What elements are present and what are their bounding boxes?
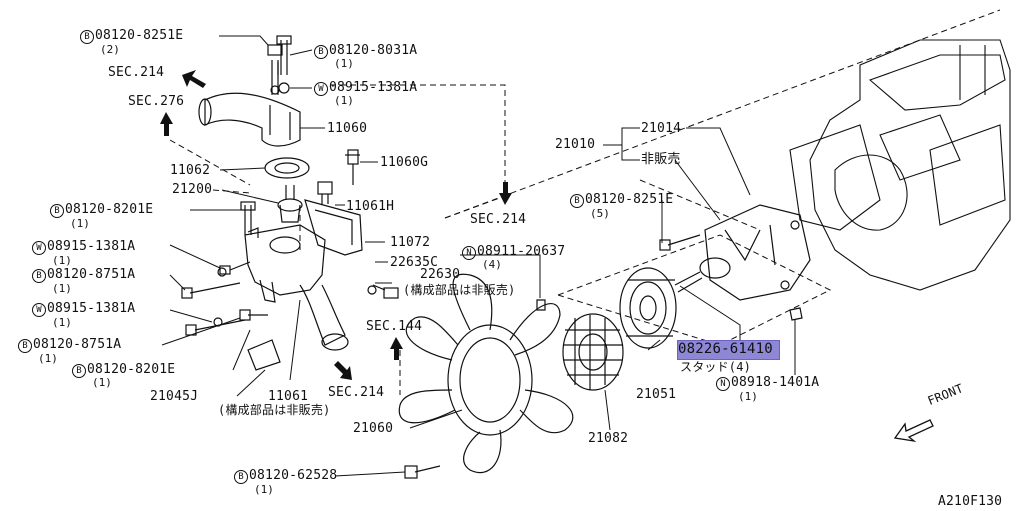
arrow-sec276-icon [160, 112, 173, 136]
label-sec214-b[interactable]: SEC.214 [470, 212, 527, 227]
label-part-11060g[interactable]: 11060G [380, 155, 429, 170]
qty-b-08120-8031a: (1) [334, 57, 354, 70]
qty-b-08120-8251e-b: (5) [590, 207, 610, 220]
arrow-sec144-icon [390, 337, 403, 360]
label-part-21051[interactable]: 21051 [636, 387, 677, 402]
cooling-fan-21060 [398, 273, 574, 474]
qty-b-08120-8201e-b: (1) [92, 376, 112, 389]
note-not-sold-b: (構成部品は非販売) [218, 403, 331, 417]
front-arrow-icon [893, 419, 934, 443]
qty-b-08120-8201e-a: (1) [70, 217, 90, 230]
thermostat-21200 [277, 185, 303, 223]
fan-clutch-21082 [562, 313, 624, 391]
label-not-sold-jp: 非販売 [641, 152, 681, 167]
label-part-11061h[interactable]: 11061H [346, 199, 395, 214]
pulley-21051 [619, 267, 677, 349]
label-part-11062[interactable]: 11062 [170, 163, 211, 178]
label-part-21060[interactable]: 21060 [353, 421, 394, 436]
label-part-11061[interactable]: 11061 [268, 389, 309, 404]
stud-part-number-highlight [677, 340, 780, 360]
plug-11061h [317, 181, 333, 204]
sensor-11060g [345, 149, 360, 185]
qty-b-08120-8751a-a: (1) [52, 282, 72, 295]
label-part-11060[interactable]: 11060 [327, 121, 368, 136]
label-stud-name: スタッド(4) [680, 360, 752, 374]
label-sec214-a[interactable]: SEC.214 [108, 65, 165, 80]
label-sec214-c[interactable]: SEC.214 [328, 385, 385, 400]
qty-b-08120-8251e-top: (2) [100, 43, 120, 56]
label-sec276[interactable]: SEC.276 [128, 94, 185, 109]
label-stud-part-number[interactable]: 08226-61410 [678, 341, 773, 357]
arrow-sec214-a-icon [182, 70, 206, 88]
qty-w-08915-1381a-b: (1) [52, 254, 72, 267]
water-inlet-housing [244, 224, 349, 351]
leader-lines [161, 35, 796, 477]
label-part-21045j[interactable]: 21045J [150, 389, 199, 404]
gasket-11062 [264, 157, 310, 179]
qty-b-08120-62528: (1) [254, 483, 274, 496]
qty-b-08120-8751a-b: (1) [38, 352, 58, 365]
water-pump-21010 [699, 204, 811, 301]
label-part-11072[interactable]: 11072 [390, 235, 431, 250]
bracket-21045j [247, 339, 281, 371]
arrows [160, 70, 512, 380]
label-sec144[interactable]: SEC.144 [366, 319, 423, 334]
gasket-11072 [304, 199, 363, 256]
studs-and-bolts-pump [404, 234, 803, 479]
figure-id: A210F130 [938, 494, 1003, 509]
water-outlet-pipe [198, 35, 301, 147]
label-part-22635c[interactable]: 22635C [390, 255, 439, 270]
qty-n-08911-20637: (4) [482, 258, 502, 271]
qty-w-08915-1381a-top: (1) [334, 94, 354, 107]
arrow-sec214-b-icon [499, 182, 512, 205]
note-not-sold-a: (構成部品は非販売) [403, 283, 516, 297]
label-part-21010[interactable]: 21010 [555, 137, 596, 152]
engine-block-outline [789, 39, 1011, 291]
qty-w-08915-1381a-c: (1) [52, 316, 72, 329]
label-part-22630[interactable]: 22630 [420, 267, 461, 282]
label-part-21082[interactable]: 21082 [588, 431, 629, 446]
label-part-21200[interactable]: 21200 [172, 182, 213, 197]
label-part-21014[interactable]: 21014 [641, 121, 682, 136]
qty-n-08918-1401a: (1) [738, 390, 758, 403]
arrow-sec214-c-icon [334, 361, 352, 380]
